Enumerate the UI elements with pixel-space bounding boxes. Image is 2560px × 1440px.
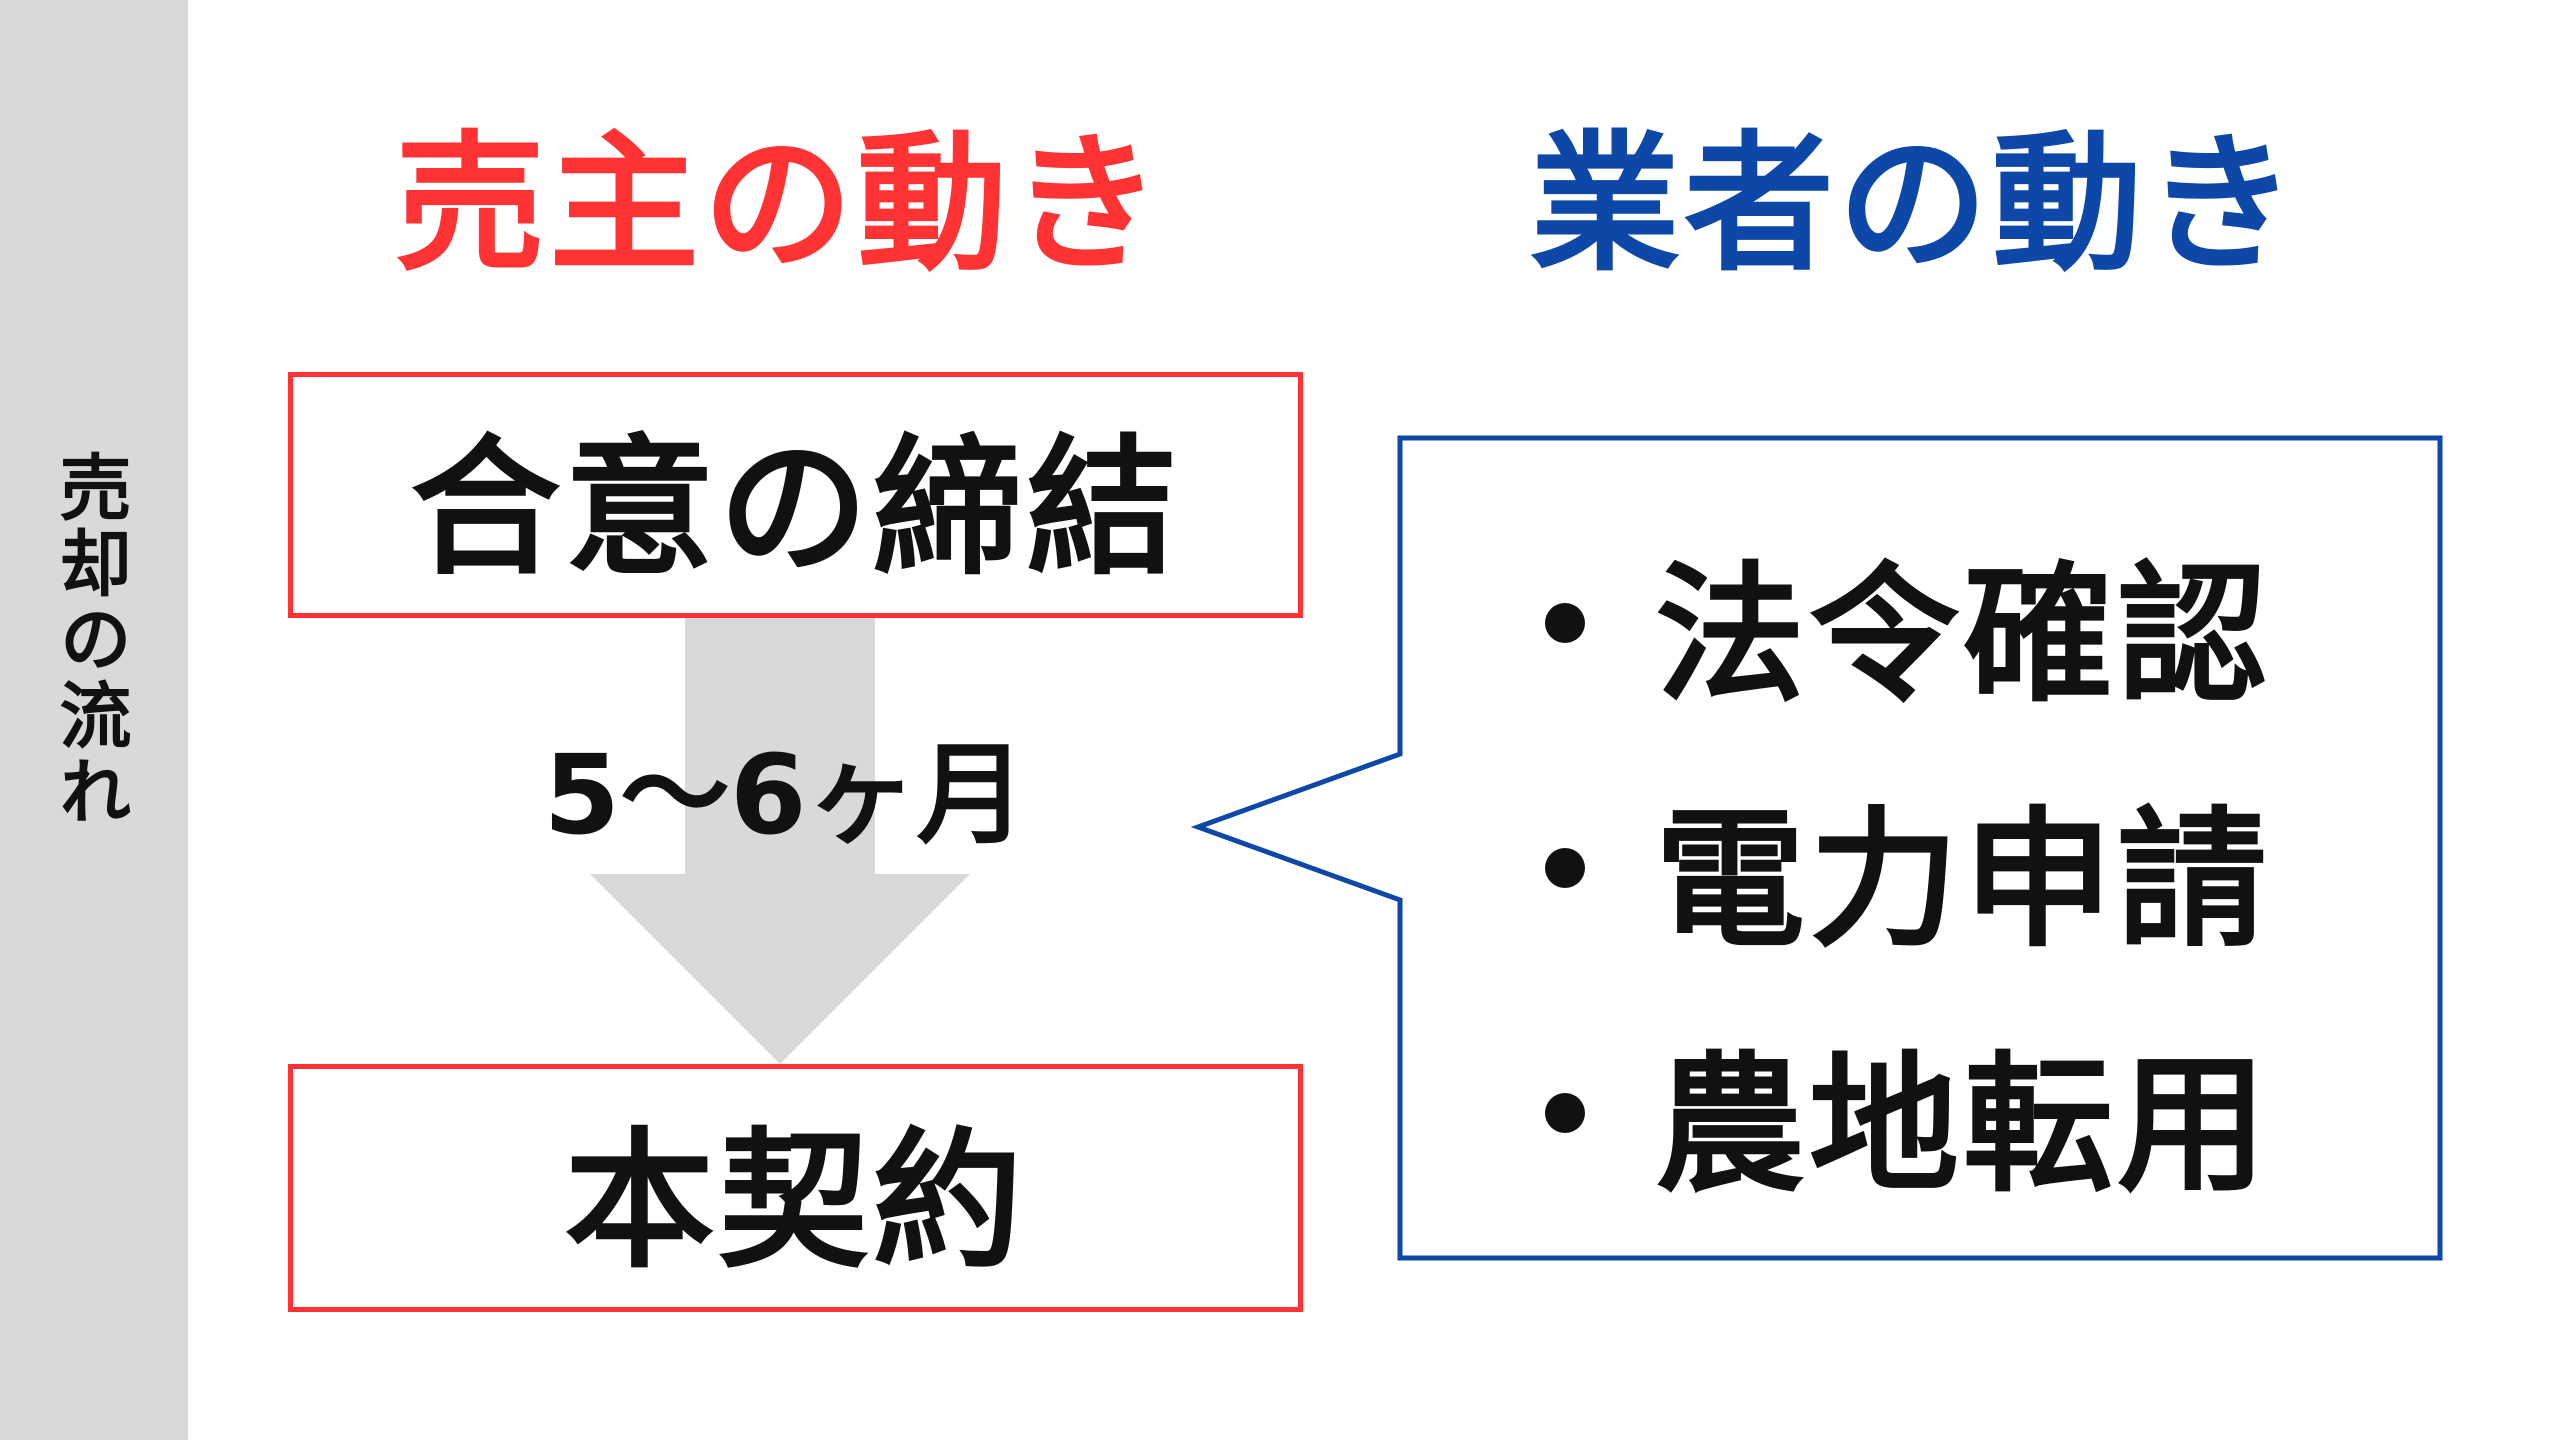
contract-box: 本契約 [288,1064,1303,1312]
agreement-label: 合意の締結 [410,421,1181,596]
task-item: 農地転用 [1545,990,2375,1235]
vendor-heading: 業者の動き [1529,118,2300,292]
task-item: 電力申請 [1545,745,2375,990]
task-label: 農地転用 [1655,1039,2272,1213]
contract-label: 本契約 [564,1114,1027,1289]
seller-heading: 売主の動き [394,118,1165,292]
flow-arrow [590,618,970,1064]
sidebar: 売却の流れ [0,0,188,1440]
flow-arrow-shape [590,618,970,1064]
task-label: 法令確認 [1655,549,2272,723]
duration-label: 5〜6ヶ月 [543,731,1027,859]
sidebar-label: 売却の流れ [47,450,131,830]
vendor-callout-shape [1190,435,2443,1261]
vendor-task-list: 法令確認 電力申請 農地転用 [1545,500,2375,1235]
bullet-icon [1545,847,1585,888]
bullet-icon [1545,602,1585,643]
task-label: 電力申請 [1655,794,2272,968]
agreement-box: 合意の締結 [288,372,1303,618]
task-item: 法令確認 [1545,500,2375,745]
bullet-icon [1545,1092,1585,1133]
